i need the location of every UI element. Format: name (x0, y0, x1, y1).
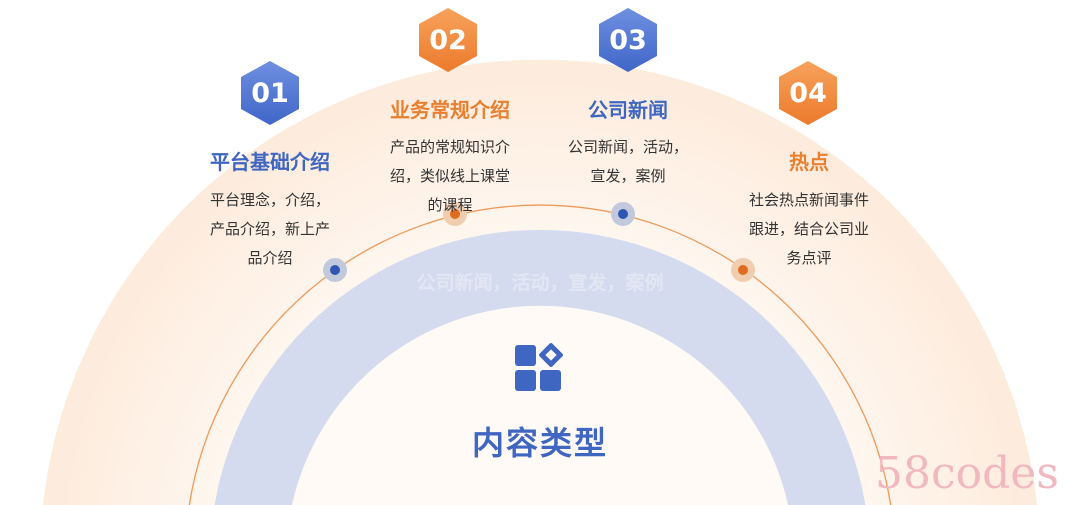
timeline-dot (611, 202, 635, 226)
ghost-text: 公司新闻，活动，宣发，案例 (416, 272, 664, 294)
watermark: 58codes (875, 448, 1059, 499)
item-description: 平台理念，介绍， 产品介绍，新上产 品介绍 (170, 186, 370, 273)
desc-line: 平台理念，介绍， (209, 191, 330, 209)
step-badge-03: 03 (599, 8, 657, 72)
center-title: 内容类型 (471, 424, 608, 462)
desc-line: 的课程 (427, 196, 473, 214)
desc-line: 社会热点新闻事件 (748, 191, 869, 209)
item-description: 产品的常规知识介 绍，类似线上课堂 的课程 (350, 133, 550, 220)
desc-line: 跟进，结合公司业 (748, 220, 869, 238)
apps-grid-icon (515, 343, 563, 391)
item-description: 社会热点新闻事件 跟进，结合公司业 务点评 (709, 186, 909, 273)
step-badge-04: 04 (779, 61, 837, 125)
item-title: 业务常规介绍 (390, 98, 510, 122)
item-title: 平台基础介绍 (210, 150, 330, 174)
desc-line: 宣发，案例 (590, 167, 666, 185)
item-title: 热点 (789, 150, 829, 174)
orange-line-arc (188, 204, 892, 505)
desc-line: 产品介绍，新上产 (209, 220, 330, 238)
desc-line: 品介绍 (247, 249, 293, 267)
item-title: 公司新闻 (588, 98, 668, 122)
timeline-dot (443, 202, 467, 226)
desc-line: 公司新闻，活动， (567, 138, 688, 156)
inner-fill (292, 305, 788, 505)
item-description: 公司新闻，活动， 宣发，案例 (528, 133, 728, 191)
blue-band-arc (214, 229, 866, 505)
timeline-dot (731, 258, 755, 282)
timeline-dot (323, 258, 347, 282)
desc-line: 务点评 (786, 249, 832, 267)
desc-line: 产品的常规知识介 (389, 138, 510, 156)
desc-line: 绍，类似线上课堂 (389, 167, 510, 185)
